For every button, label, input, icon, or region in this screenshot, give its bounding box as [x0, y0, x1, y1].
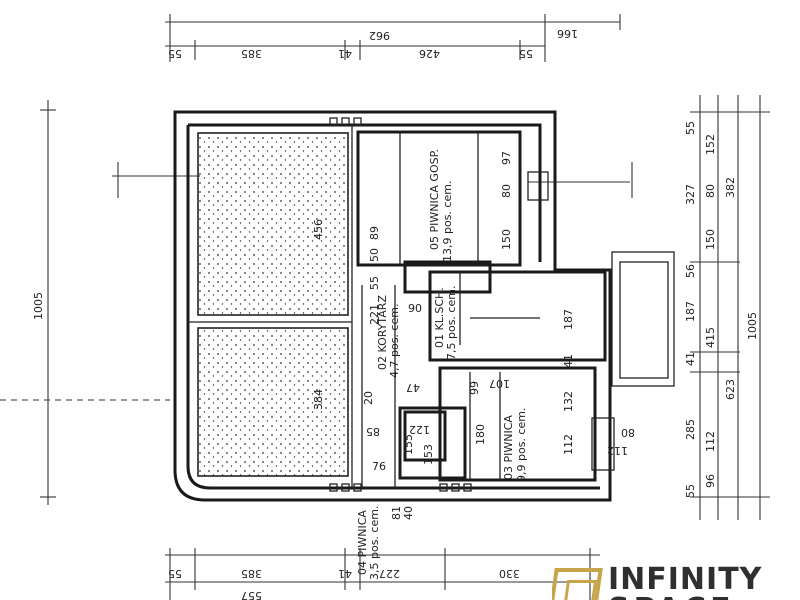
room-label-kl-sch: 01 KL.SCH. 7,5 pos. cem.: [433, 286, 458, 360]
dim-right-55-bottom: 55: [684, 484, 697, 498]
dim-bottom-41: 41: [338, 567, 352, 580]
dim-right-285: 285: [684, 419, 697, 440]
dim-107: 107: [489, 377, 510, 390]
logo-mark-icon: [552, 568, 603, 600]
fill-zone-upper: [197, 132, 349, 316]
dim-81: 81: [390, 506, 403, 520]
dim-89: 89: [368, 226, 381, 240]
dim-80: 80: [500, 184, 513, 198]
dim-153: 153: [422, 444, 435, 465]
dim-right-41: 41: [684, 352, 697, 366]
dim-180: 180: [474, 424, 487, 445]
dim-top-55-left: 55: [168, 47, 182, 60]
dim-bottom-385: 385: [241, 567, 262, 580]
dim-132: 132: [562, 391, 575, 412]
bottom-dimension-chain: 55 385 41 227 330 557: [165, 548, 600, 600]
dim-left-1005: 1005: [32, 292, 45, 320]
dim-right-96: 96: [704, 474, 717, 488]
room-name-kl-sch: 01 KL.SCH.: [433, 287, 446, 348]
dim-50: 50: [368, 248, 381, 262]
dim-55: 55: [368, 276, 381, 290]
room-label-korytarz: 02 KORYTARZ 4,7 pos. cem.: [376, 295, 401, 378]
dim-right-623: 623: [724, 379, 737, 400]
dim-right-112: 112: [704, 431, 717, 452]
room-name-piwnica-04: 04 PIWNICA: [356, 510, 369, 575]
top-dimension-chain: 962 55 385 41 426 55 166: [165, 14, 621, 62]
dim-top-total: 962: [369, 29, 390, 42]
room-label-piwnica-03: 03 PIWNICA 9,9 pos. cem.: [502, 408, 528, 482]
dim-bottom-55: 55: [168, 567, 182, 580]
dim-155: 155: [402, 434, 415, 455]
dim-456: 456: [312, 219, 325, 240]
dim-80-window: 80: [621, 426, 635, 439]
dim-top-55-right: 55: [519, 47, 533, 60]
dim-top-41: 41: [338, 47, 352, 60]
dim-top-426: 426: [419, 47, 440, 60]
interior-walls: [356, 130, 675, 488]
dim-right-1005: 1005: [746, 312, 759, 340]
dim-right-187: 187: [684, 301, 697, 322]
dim-112: 112: [562, 434, 575, 455]
room-area-piwnica-03: 9,9 pos. cem.: [515, 408, 528, 482]
dim-85: 85: [366, 425, 380, 438]
dim-top-166: 166: [557, 27, 578, 40]
dim-76: 76: [372, 460, 386, 473]
dim-20: 20: [362, 391, 375, 405]
dim-40: 40: [402, 506, 415, 520]
fill-zone-lower: [197, 327, 349, 477]
left-dimension: 1005: [0, 100, 170, 505]
dim-47: 47: [406, 381, 420, 394]
dim-122: 122: [409, 423, 430, 436]
dim-right-80: 80: [704, 184, 717, 198]
dim-bottom-557: 557: [241, 589, 262, 600]
dim-right-382: 382: [724, 177, 737, 198]
right-dimension-chains: 55 152 327 80 382 150 56 187 415 41 623 …: [684, 95, 770, 520]
logo-line1: INFINITY: [608, 566, 763, 597]
room-area-kl-sch: 7,5 pos. cem.: [445, 286, 458, 360]
room-label-piwnica-04: 04 PIWNICA 3,5 pos. cem.: [356, 506, 381, 580]
room-area-korytarz: 4,7 pos. cem.: [388, 304, 401, 378]
column-markers: [329, 117, 472, 492]
outer-walls: [173, 110, 612, 502]
dim-top-385: 385: [241, 47, 262, 60]
room-area-piwnica-gosp: 13,9 pos. cem.: [441, 181, 454, 262]
dim-bottom-330: 330: [499, 567, 520, 580]
dim-right-415: 415: [704, 327, 717, 348]
dim-right-56: 56: [684, 264, 697, 278]
dim-150: 150: [500, 229, 513, 250]
section-line-mark: [112, 162, 633, 198]
infinity-space-logo: INFINITY SPACE: [552, 566, 772, 600]
dim-99: 99: [468, 381, 481, 395]
dim-right-327: 327: [684, 184, 697, 205]
dim-221: 221: [368, 304, 381, 325]
dim-41: 41: [562, 354, 575, 368]
room-label-piwnica-gosp: 05 PIWNICA GOSP. 13,9 pos. cem.: [428, 149, 454, 262]
dim-97: 97: [500, 151, 513, 165]
dim-right-55-top: 55: [684, 121, 697, 135]
room-area-piwnica-04: 3,5 pos. cem.: [368, 506, 381, 580]
dim-06: 06: [408, 301, 422, 314]
dim-right-150: 150: [704, 229, 717, 250]
dim-right-152: 152: [704, 134, 717, 155]
interior-dimensions: 456 384 89 50 55 221 97 80 150 187 41 10…: [312, 151, 635, 520]
logo-line2: SPACE: [608, 592, 735, 600]
dim-187: 187: [562, 309, 575, 330]
dim-384: 384: [312, 389, 325, 410]
room-name-korytarz: 02 KORYTARZ: [376, 295, 389, 370]
dim-112-window: 112: [607, 444, 628, 457]
dim-bottom-227: 227: [379, 567, 400, 580]
room-name-piwnica-gosp: 05 PIWNICA GOSP.: [428, 149, 441, 250]
room-name-piwnica-03: 03 PIWNICA: [502, 415, 515, 480]
